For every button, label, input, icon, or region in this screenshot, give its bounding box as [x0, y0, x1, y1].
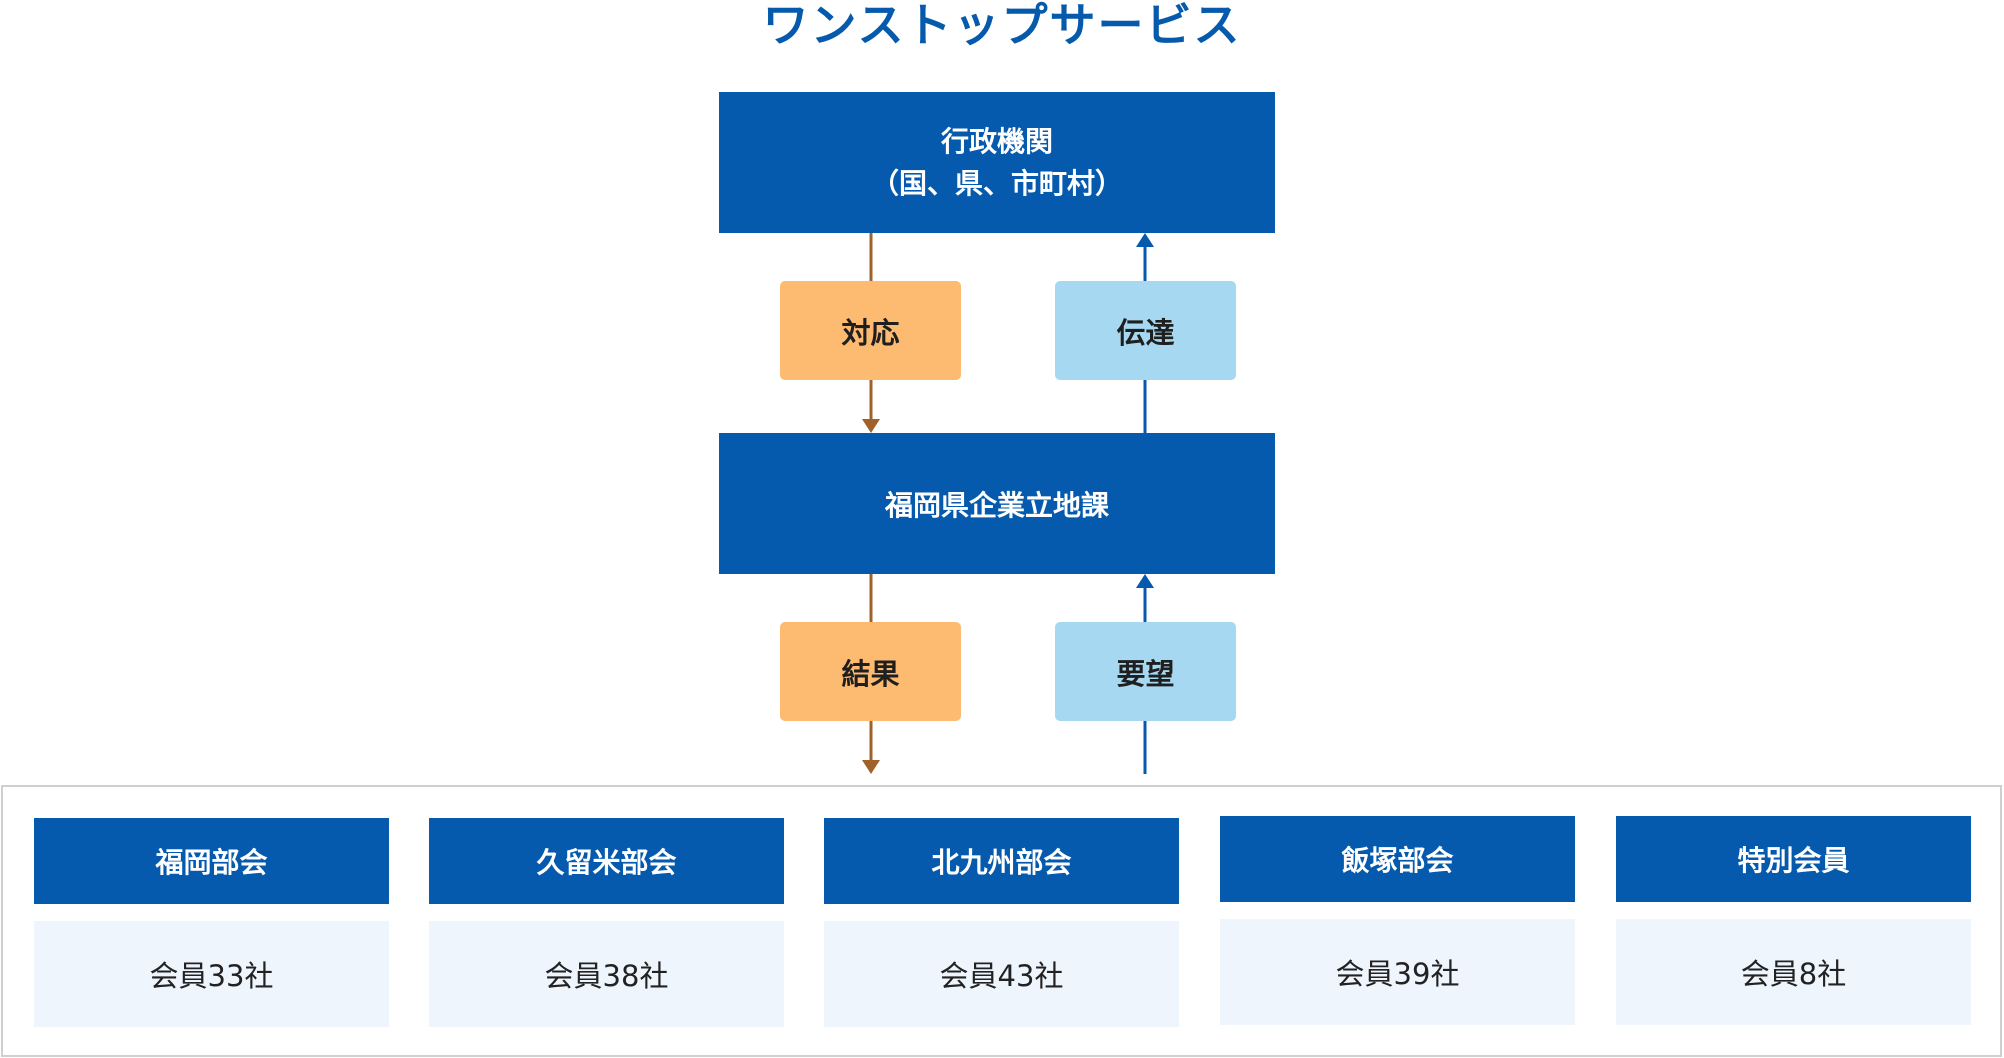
diagram-title: ワンストップサービス — [762, 0, 1242, 52]
branch-members: 会員39社 — [1220, 919, 1575, 1025]
transmit-arrowhead — [1136, 233, 1154, 247]
branch-members: 会員8社 — [1616, 919, 1971, 1025]
request-tag: 要望 — [1055, 622, 1236, 721]
prefecture-division-box: 福岡県企業立地課 — [719, 433, 1275, 574]
branch-members: 会員33社 — [34, 921, 389, 1027]
branch-members: 会員38社 — [429, 921, 784, 1027]
government-agency-box: 行政機関 （国、県、市町村） — [719, 92, 1275, 233]
result-arrowhead — [862, 760, 880, 774]
branch-name: 福岡部会 — [34, 818, 389, 904]
branch-members: 会員43社 — [824, 921, 1179, 1027]
result-tag: 結果 — [780, 622, 961, 721]
transmit-tag: 伝達 — [1055, 281, 1236, 380]
branch-name: 飯塚部会 — [1220, 816, 1575, 902]
government-agency-label: 行政機関 — [940, 124, 1053, 158]
response-tag: 対応 — [780, 281, 961, 380]
prefecture-division-label: 福岡県企業立地課 — [884, 488, 1109, 522]
government-agency-sublabel: （国、県、市町村） — [870, 166, 1123, 200]
branch-name: 久留米部会 — [429, 818, 784, 904]
branch-name: 北九州部会 — [824, 818, 1179, 904]
response-arrowhead — [862, 419, 880, 433]
branch-name: 特別会員 — [1616, 816, 1971, 902]
request-arrowhead — [1136, 574, 1154, 588]
